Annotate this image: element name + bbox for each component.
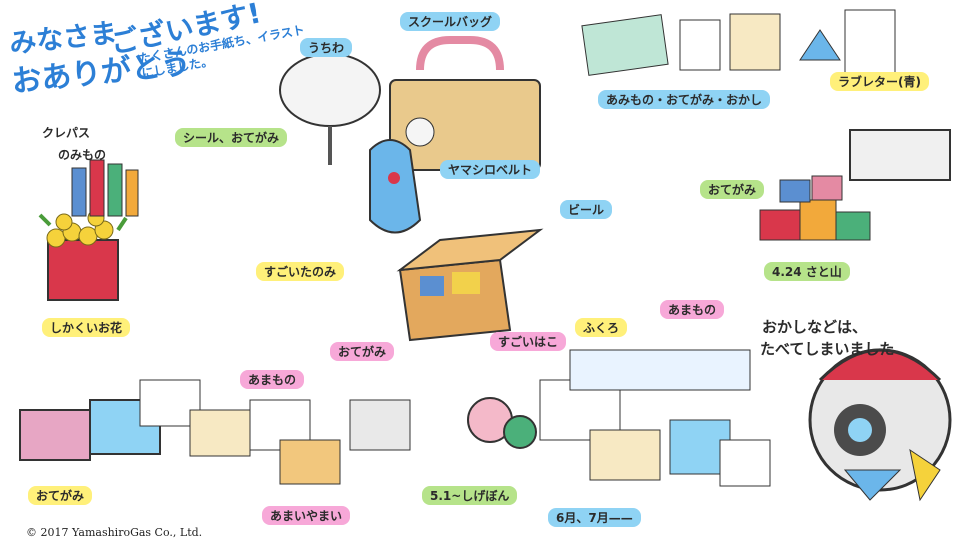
school-bag-illustration	[389, 36, 541, 171]
bottom-right-items-illustration	[569, 349, 771, 487]
note-okashi-line-1: おかしなどは、	[762, 318, 868, 336]
label-otegami-top: おてがみ	[700, 180, 765, 199]
label-uchiwa: うちわ	[300, 38, 353, 57]
label-beer: ビール	[560, 200, 613, 219]
letters-pile-illustration	[19, 379, 341, 485]
label-amai-yamai: あまいやまい	[262, 506, 351, 525]
label-date-67: 6月、7月——	[548, 508, 641, 527]
label-seal-otegami: シール、おてがみ	[175, 128, 288, 147]
label-scoobag: スクールバッグ	[400, 12, 501, 31]
cardboard-box-illustration	[396, 228, 544, 342]
label-shikakui-ohana: しかくいお花	[42, 318, 131, 337]
snack-pile-illustration	[759, 129, 951, 241]
label-amamono-right: あまもの	[660, 300, 725, 319]
label-sugoi-tanomi: すごいたのみ	[256, 262, 345, 281]
label-amamono-left: あまもの	[240, 370, 305, 389]
label-sugoi-hako: すごいはこ	[490, 332, 567, 351]
label-nomimono: のみもの	[58, 148, 107, 162]
robot-mascot-illustration	[808, 348, 952, 502]
label-otegami-mid: おてがみ	[330, 342, 395, 361]
copyright-text: © 2017 YamashiroGas Co., Ltd.	[26, 526, 203, 539]
label-yamashiro-belt: ヤマシロベルト	[440, 160, 541, 179]
label-fukuro: ふくろ	[575, 318, 628, 337]
letters-illustration	[581, 9, 896, 81]
bottles-illustration	[71, 159, 139, 217]
label-cravas: クレパス	[42, 126, 91, 140]
uchiwa-illustration	[279, 53, 381, 165]
flower-box-illustration	[38, 209, 128, 301]
label-date-51: 5.1~しげぼん	[422, 486, 518, 505]
label-otegami-bottom: おてがみ	[28, 486, 93, 505]
note-okashi-line-2: たべてしまいました	[760, 340, 895, 358]
label-date-424: 4.24 さと山	[764, 262, 850, 281]
blue-character-illustration	[369, 139, 422, 234]
label-amamono-otegami-okashi: あみもの・おてがみ・おかし	[598, 90, 771, 109]
label-loveletter: ラブレター(青)	[830, 72, 929, 91]
